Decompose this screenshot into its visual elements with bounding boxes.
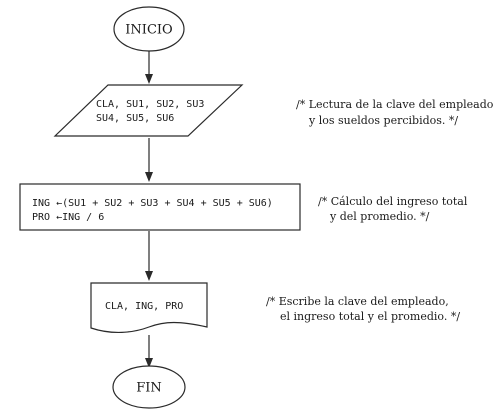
comment-input: /* Lectura de la clave del empleado y lo… [296,98,494,127]
process-line-1: ING ←(SU1 + SU2 + SU3 + SU4 + SU5 + SU6) [32,198,273,209]
start-label: INICIO [125,23,172,38]
end-terminal: FIN [112,365,186,409]
comment-output: /* Escribe la clave del empleado, el ing… [266,295,460,323]
output-line-1: CLA, ING, PRO [105,301,183,312]
output-document-node: CLA, ING, PRO [90,282,208,333]
process-line-2: PRO ←ING / 6 [32,212,104,223]
comment-input-line-1: /* Lectura de la clave del empleado [296,98,494,111]
connector-process-to-output [145,231,153,281]
input-data-node: CLA, SU1, SU2, SU3 SU4, SU5, SU6 [53,84,244,137]
connector-input-to-process [145,138,153,182]
connector-output-to-end [145,335,153,368]
comment-process: /* Cálculo del ingreso total y del prome… [318,195,468,223]
connector-start-to-input [145,51,153,84]
comment-process-line-2: y del promedio. */ [329,210,430,223]
comment-input-line-2: y los sueldos percibidos. */ [308,114,458,127]
comment-output-line-2: el ingreso total y el promedio. */ [280,310,460,323]
comment-process-line-1: /* Cálculo del ingreso total [318,195,468,208]
input-line-1: CLA, SU1, SU2, SU3 [96,99,204,110]
comment-output-line-1: /* Escribe la clave del empleado, [266,295,449,308]
start-terminal: INICIO [113,6,185,52]
input-line-2: SU4, SU5, SU6 [96,113,174,124]
process-node: ING ←(SU1 + SU2 + SU3 + SU4 + SU5 + SU6)… [19,183,301,231]
end-label: FIN [136,381,162,396]
